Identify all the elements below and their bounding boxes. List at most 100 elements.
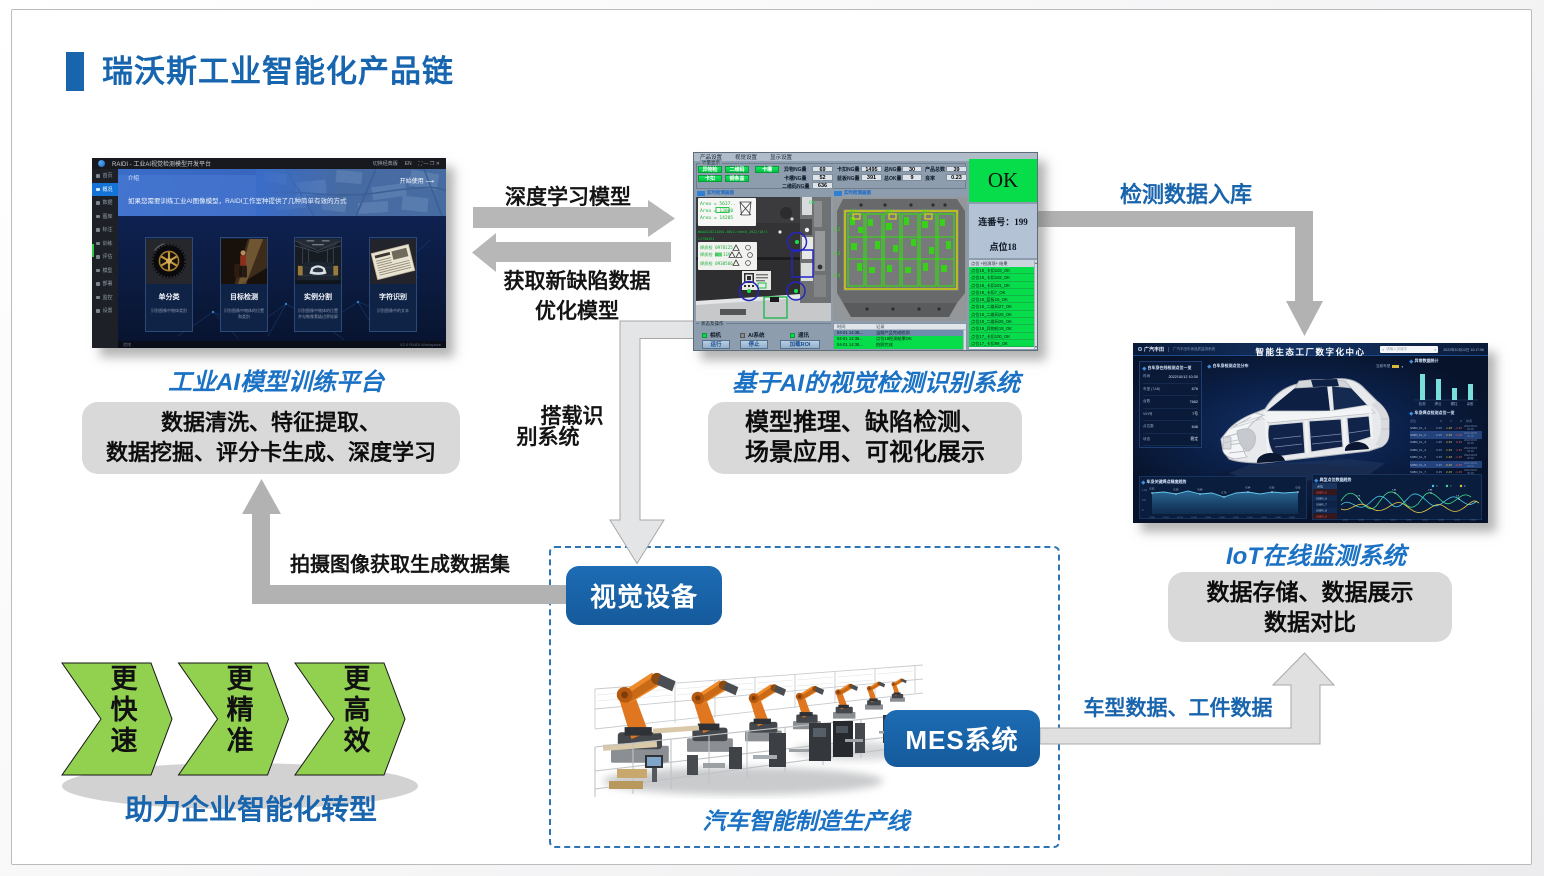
vision-run-button[interactable]: 运行 — [702, 340, 730, 349]
vision-counter-label: 总OK量 — [884, 175, 902, 182]
vision-result-row[interactable]: 点位18_卡扣7_OK — [969, 288, 1037, 297]
vision-result-row[interactable]: 点位18_卡扣102_OK — [969, 274, 1037, 282]
raidi-sidebar-item[interactable]: 监控 — [92, 291, 118, 305]
vision-check-button-qrcode[interactable]: 二维码 — [725, 166, 749, 173]
vision-result-row[interactable]: 点位17_卡扣100_OK — [969, 332, 1037, 340]
raidi-titlebar-mode-label[interactable]: 切换经典版 — [372, 161, 398, 167]
vision-result-row[interactable]: 点位17_卡扣99_OK — [969, 339, 1037, 348]
vision-log-header: 时间 记录 — [834, 324, 966, 330]
production-line-photo — [593, 631, 925, 799]
svg-text:13:20: 13:20 — [1261, 517, 1267, 519]
vision-result-row[interactable]: 点位18_二维码25_OK — [969, 318, 1037, 326]
vision-check-button-foreign[interactable]: 异物检 — [698, 166, 722, 173]
vision-measure-group-label: 计量显示 — [700, 160, 722, 166]
vision-check-button-clip[interactable]: 卡扣 — [698, 175, 722, 182]
raidi-sidebar-item[interactable]: 模型 — [92, 264, 118, 278]
iot-left-row-key: 状态 — [1143, 436, 1151, 441]
raidi-card-classification[interactable]: 单分类 识别图像中物体类别 — [145, 237, 193, 332]
vision-counter-label: 卡扣NG量 — [837, 167, 860, 173]
iot-table-row[interactable]: S08R_FL_4 0.45 1.45 1.45 2022/10/23 00:0… — [1410, 446, 1482, 453]
vision-log-row[interactable]: 04-01 14:38... 当前产品完成检测 — [834, 330, 966, 337]
raidi-window-controls-icons[interactable]: ⛶ — ❐ ✕ — [418, 160, 440, 167]
raidi-sidebar-item[interactable]: 首页 — [92, 169, 118, 183]
iot-search-box[interactable]: ⌕ 请输入关键字 ▾ — [1380, 346, 1438, 353]
vision-log-row[interactable]: 04-01 14:38... 点位18检测结果OK — [834, 336, 966, 343]
raidi-banner-start-link[interactable]: 开始使用 ⟶ — [399, 179, 434, 185]
iot-table-row[interactable]: S08R_FL_5 0.45 1.48 -1.45 2022/10/23 00:… — [1410, 454, 1482, 461]
raidi-card-ocr[interactable]: 字符识别 识别图像中的文本 — [369, 237, 417, 332]
mes-system-button[interactable]: MES系统 — [884, 710, 1040, 767]
vision-result-row[interactable]: 点位18_蓝板16_OK — [969, 296, 1037, 304]
raidi-sidebar-item[interactable]: 部署 — [92, 277, 118, 291]
raidi-sidebar-item[interactable]: 数据 — [92, 196, 118, 210]
iot-brand-subtitle: 广汽丰田车身品质监测系统 — [1168, 346, 1215, 352]
raidi-sidebar-item[interactable]: 设置 — [92, 304, 118, 318]
svg-text:0.8: 0.8 — [1456, 496, 1460, 498]
raidi-sidebar-item-icon — [96, 241, 100, 245]
raidi-card-title: 单分类 — [158, 294, 180, 301]
iot-bar-category: 涂胶 — [1467, 401, 1474, 406]
vision-counter-value: 30 — [902, 165, 922, 172]
raidi-card-detection[interactable]: 目标检测 识别图像中物体的位置和类别 — [220, 237, 268, 332]
iot-table-head-cell: 点位 — [1410, 419, 1417, 423]
iot-table-cell-y: -0.45 — [1445, 462, 1452, 467]
iot-left-rows-container: 时间 2022/10/12 10:30 车型 (7AB) 676 台数 7662 — [1143, 371, 1198, 446]
iot-left-row-value: 7662 — [1189, 399, 1198, 404]
vision-result-row[interactable]: 点位18_异物检18_OK — [969, 325, 1037, 333]
iot-logo-circle — [1138, 347, 1142, 351]
raidi-sidebar-item[interactable]: 标注 — [92, 223, 118, 237]
iot-table-row[interactable]: S08R_FL_6 0.45 -0.45 -0.45 2022/10/23 00… — [1410, 460, 1482, 469]
textbox-line: 数据存储、数据展示 — [1206, 579, 1414, 605]
arrow-elbow-mes-data — [1039, 652, 1336, 745]
svg-text:12:32: 12:32 — [1406, 519, 1412, 521]
vision-ok-status-panel: OK — [969, 159, 1037, 202]
iot-bar-category: 螺柱 — [1451, 401, 1458, 406]
vision-menu-vision[interactable]: 视觉设置 — [735, 155, 758, 161]
vision-check-button-cover[interactable]: 铜条盖 — [725, 175, 749, 182]
vision-menu-product[interactable]: 产品设置 — [700, 155, 723, 161]
raidi-sidebar-item-icon — [96, 295, 100, 299]
label-mount-recognition-line1: 搭载识 — [540, 405, 604, 428]
cam1-label-line: 焊质检 0 — [700, 251, 718, 258]
vision-serial-number: 连番号：199 — [978, 217, 1028, 227]
vision-log-scrollbar[interactable] — [963, 330, 966, 350]
vision-result-row[interactable]: 点位18_卡扣103_OK — [969, 267, 1037, 275]
vision-indicator-comm-light — [790, 332, 795, 338]
vision-cam2-label: 实时检测画面 — [844, 190, 871, 195]
svg-text:13:04: 13:04 — [1470, 519, 1476, 521]
iot-panel-title-icon — [1409, 359, 1414, 363]
vision-device-button[interactable]: 视觉设备 — [566, 566, 722, 625]
vision-result-row[interactable]: 点位18_二维码26_OK — [969, 310, 1037, 319]
raidi-sidebar-item[interactable]: 训练 — [92, 237, 118, 251]
search-icon: ⌕ — [1382, 347, 1385, 352]
vision-ok-text: OK — [987, 168, 1019, 192]
raidi-card-segmentation[interactable]: 实例分割 识别图像中物体的位置并勾勒像素级边界轮廓 — [294, 237, 342, 332]
raidi-sidebar-item-label: 模型 — [102, 267, 113, 274]
iot-table-cell-time: 2022/10/23 00:00 — [1464, 454, 1477, 461]
iot-bar-panel-title: 异常数据统计 — [1414, 358, 1439, 363]
chevron-char: 精 — [226, 695, 254, 725]
iot-table-row[interactable]: S08R_FL_3 1.45 2.45 0.45 2022/10/23 00:0… — [1410, 439, 1482, 446]
vision-log-row[interactable]: 04-01 14:38... 拍照完成 — [834, 342, 966, 349]
vision-result-row[interactable]: 点位18_二维码27_OK — [969, 303, 1037, 311]
raidi-sidebar-item[interactable]: 概况 — [92, 182, 118, 196]
iot-table-row[interactable]: S08R_FL_2 0.45 2.45 -1.45 2022/10/23 00:… — [1410, 431, 1482, 439]
vision-stop-button[interactable]: 停止 — [740, 340, 768, 349]
vision-result-list-scrollbar[interactable] — [1033, 260, 1037, 349]
vision-check-button-slot[interactable]: 卡槽 — [755, 166, 779, 173]
iot-table-row[interactable]: S08R_FL_1 0.45 1.48 -1.45 2022/10/23 00:… — [1410, 424, 1482, 431]
svg-text:0.88: 0.88 — [1198, 489, 1203, 492]
vision-menu-display[interactable]: 显示设置 — [770, 155, 793, 161]
raidi-sidebar-item[interactable]: 评估 — [92, 250, 118, 264]
raidi-sidebar-item[interactable]: 图库 — [92, 210, 118, 224]
label-deep-learning-model: 深度学习模型 — [505, 186, 631, 209]
raidi-banner: 介绍 如果您需要训练工业AI图像模型，RAIDI工作室种提供了几种简单有效的方式… — [118, 169, 446, 216]
vision-load-roi-button[interactable]: 加载ROI — [780, 340, 820, 349]
raidi-sidebar-item-icon — [96, 268, 100, 272]
raidi-card-factory-image — [295, 238, 341, 285]
vision-result-row[interactable]: 点位18_卡扣101_OK — [969, 281, 1037, 289]
textbox-line: 数据清洗、特征提取、 — [160, 410, 381, 435]
iot-table-row[interactable]: S08R_FL_7 0.45 2.45 -1.45 2022/10/23 00:… — [1410, 468, 1482, 475]
raidi-language-toggle[interactable]: EN — [404, 160, 412, 167]
